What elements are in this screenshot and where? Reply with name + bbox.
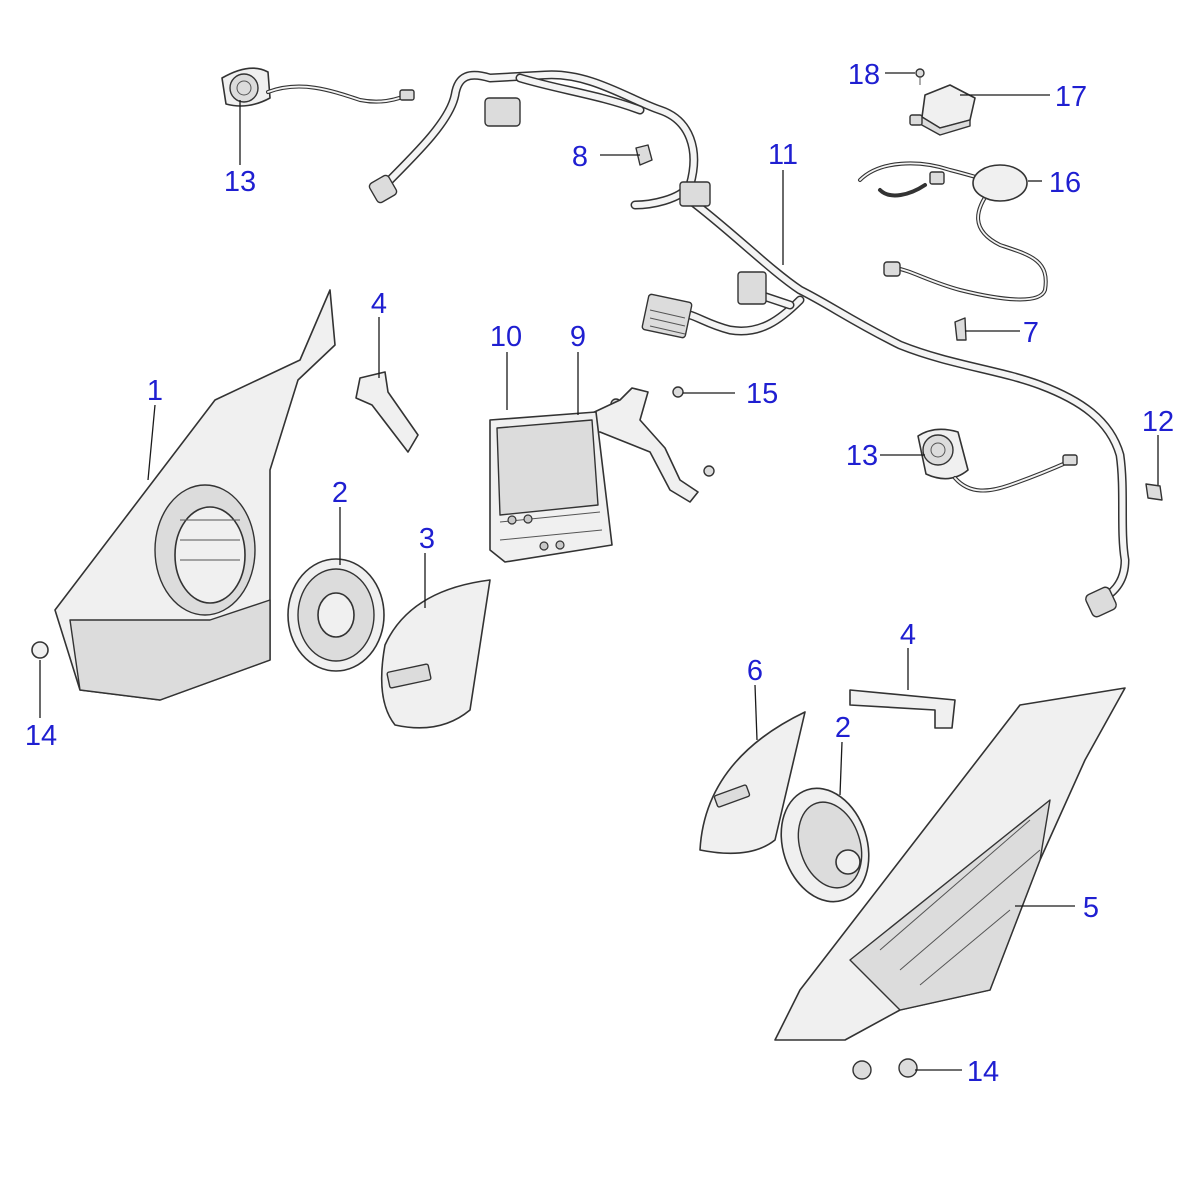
bracket-lower (849, 689, 956, 729)
grommet-right-a (852, 1060, 872, 1080)
right-door-panel (774, 687, 1126, 1041)
clip-12 (1145, 483, 1163, 501)
callout-8: 8 (572, 141, 588, 173)
left-speaker (287, 558, 385, 672)
bracket-upper (355, 371, 419, 453)
leader-lines (39, 72, 1159, 1071)
callout-15: 15 (746, 378, 778, 410)
screw-18 (915, 68, 925, 85)
callout-3: 3 (419, 523, 435, 555)
tweeter-right (917, 428, 1078, 493)
callout-9: 9 (570, 321, 586, 353)
callout-14-left: 14 (25, 720, 57, 752)
right-grille-badge (713, 784, 751, 808)
callout-13-upper: 13 (224, 166, 256, 198)
left-door-panel (54, 289, 336, 701)
callout-11: 11 (768, 139, 798, 171)
screw-9b (703, 465, 715, 477)
callout-5: 5 (1083, 892, 1099, 924)
callout-12: 12 (1142, 406, 1174, 438)
callout-13-right: 13 (846, 440, 878, 472)
callout-16: 16 (1049, 167, 1081, 199)
right-speaker (780, 787, 870, 903)
callout-10: 10 (490, 321, 522, 353)
clip-7 (954, 317, 967, 341)
callout-14-right: 14 (967, 1056, 999, 1088)
callout-17: 17 (1055, 81, 1087, 113)
grommet-left (31, 641, 49, 659)
display-unit (489, 411, 613, 563)
antenna-module (858, 161, 1048, 302)
tweeter-upper (221, 67, 415, 107)
screw-15 (672, 386, 684, 398)
callout-6: 6 (747, 655, 763, 687)
callout-2-right: 2 (835, 712, 851, 744)
callout-18: 18 (848, 59, 880, 91)
callout-4-upper: 4 (371, 288, 387, 320)
display-bracket (567, 387, 699, 503)
wiring-harness (368, 70, 1130, 618)
callout-labels: 1 2 3 4 4 5 6 2 7 8 9 10 11 12 13 13 14 … (25, 59, 1174, 1088)
control-module (909, 84, 976, 136)
callout-7: 7 (1023, 317, 1039, 349)
grommet-right-b (898, 1058, 918, 1078)
right-grille (699, 711, 806, 855)
clip-8 (635, 144, 653, 166)
callout-4-lower: 4 (900, 619, 916, 651)
left-grille (380, 579, 491, 729)
callout-2-left: 2 (332, 477, 348, 509)
callout-1: 1 (147, 375, 163, 407)
